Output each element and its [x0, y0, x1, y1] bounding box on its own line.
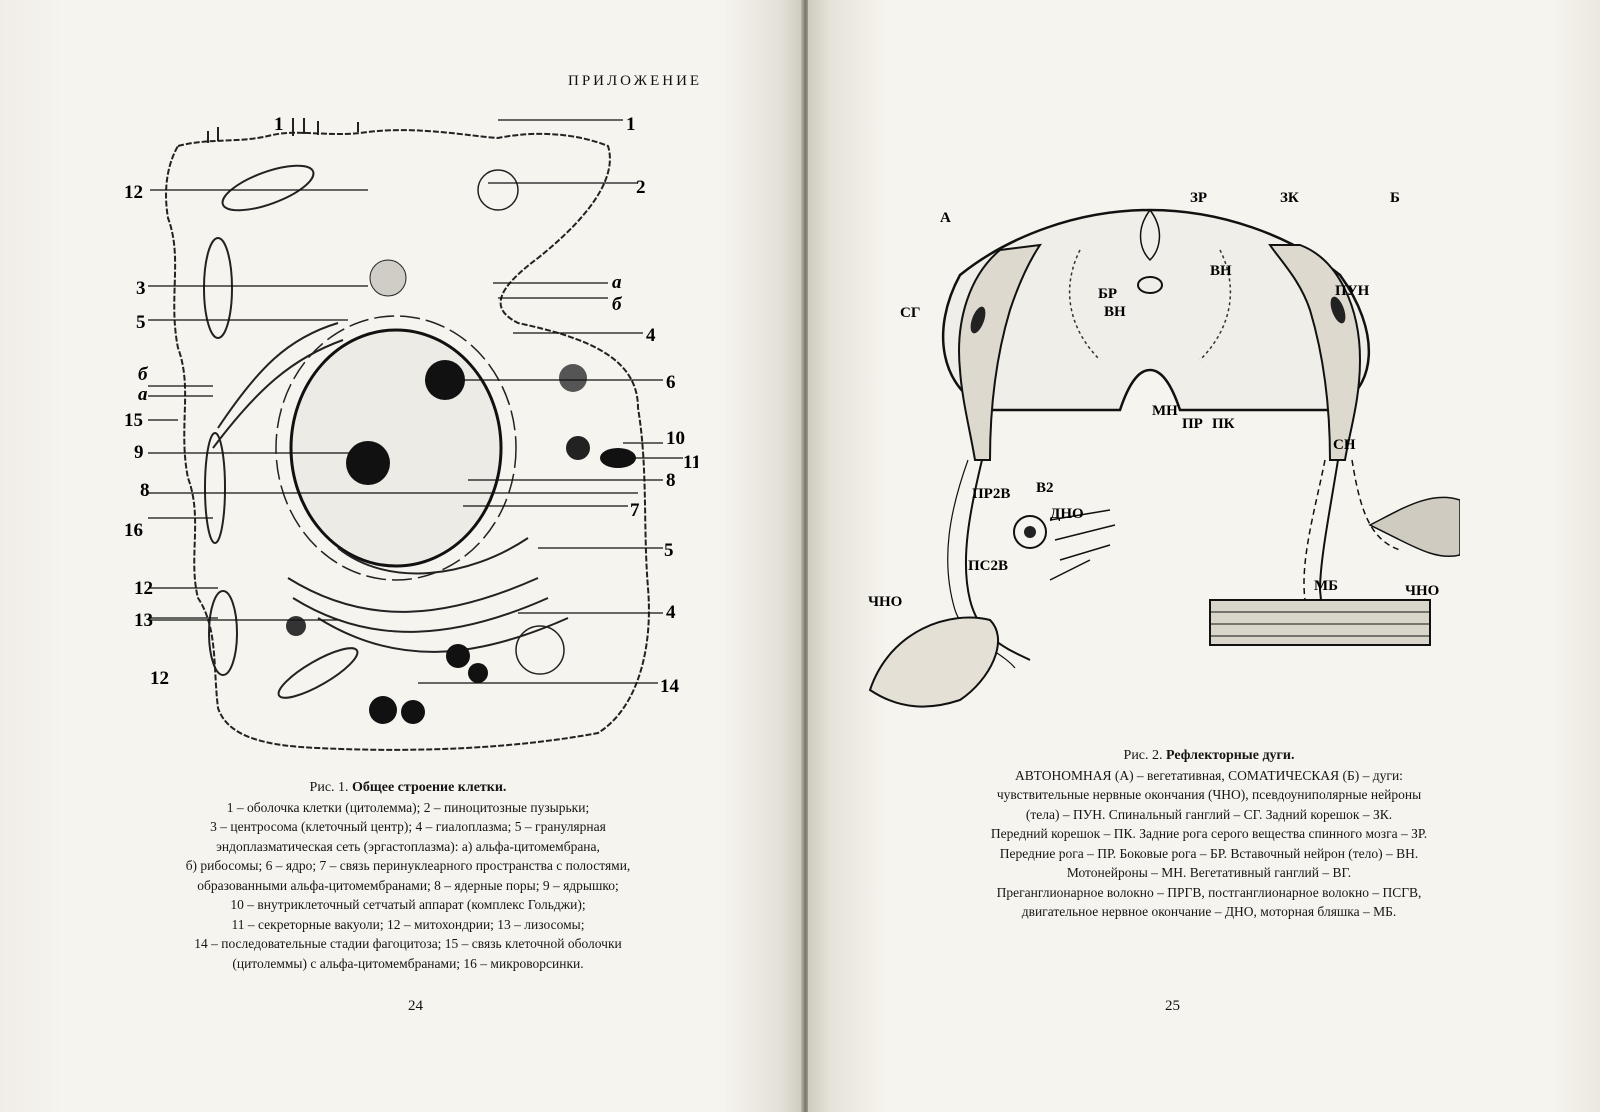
figure-1-caption: Рис. 1. Общее строение клетки. 1 – оболо…: [108, 778, 708, 973]
label-PK: ПК: [1212, 416, 1235, 432]
reflex-arcs-figure: А Б ЗР ЗК ВН БР ВН ПУН СГ МН ПР ПК СН ПР…: [868, 190, 1460, 708]
label-15: 15: [124, 410, 143, 431]
caption-title: Рис. 2. Рефлекторные дуги.: [844, 746, 1574, 766]
label-5: 5: [136, 312, 146, 333]
label-11: 11: [683, 452, 698, 473]
label-B: Б: [1390, 190, 1400, 206]
cell-membrane: [165, 129, 650, 751]
label-13: 13: [134, 610, 153, 631]
label-MB: МБ: [1314, 578, 1338, 594]
skeletal-muscle: [1209, 599, 1431, 646]
page-number: 24: [408, 998, 423, 1014]
spinal-ganglion-left: [958, 243, 1043, 461]
label-8: 8: [666, 470, 676, 491]
page-header: ПРИЛОЖЕНИЕ: [568, 73, 703, 89]
nucleus: [289, 328, 503, 568]
caption-line: двигательное нервное окончание – ДНО, мо…: [1021, 904, 1397, 919]
label-BR: БР: [1098, 286, 1117, 302]
label-PUN: ПУН: [1335, 283, 1370, 299]
caption-line: 3 – центросома (клеточный центр); 4 – ги…: [210, 819, 606, 834]
caption-line: 10 – внутриклеточный сетчатый аппарат (к…: [230, 897, 586, 912]
caption-line: 1 – оболочка клетки (цитолемма); 2 – пин…: [226, 799, 590, 815]
label-2: 2: [636, 177, 646, 198]
label-9: 9: [134, 442, 144, 463]
caption-fig-prefix: Рис. 2.: [1123, 748, 1163, 763]
label-PR: ПР: [1182, 416, 1203, 432]
label-V2: В2: [1036, 480, 1054, 496]
label-A: А: [940, 210, 951, 226]
caption-line: Передний корешок – ПК. Задние рога серог…: [990, 826, 1428, 841]
label-VN: ВН: [1104, 304, 1126, 320]
label-5: 5: [664, 540, 674, 561]
caption-line: (тела) – ПУН. Спинальный ганглий – СГ. З…: [1025, 806, 1393, 822]
label-12: 12: [150, 668, 169, 689]
label-a: а: [138, 384, 148, 405]
caption-line: Мотонейроны – МН. Вегетативный ганглий –…: [1066, 865, 1352, 880]
caption-line: (цитолеммы) с альфа-цитомембранами; 16 –…: [232, 955, 584, 971]
label-12: 12: [124, 182, 143, 203]
caption-line: 14 – последовательные стадии фагоцитоза;…: [194, 936, 622, 951]
label-10: 10: [666, 428, 685, 449]
label-ZR: ЗР: [1190, 190, 1207, 206]
label-16: 16: [124, 520, 143, 541]
caption-line: б) рибосомы; 6 – ядро; 7 – связь перинук…: [185, 858, 631, 873]
caption-line: образованными альфа-цитомембранами; 8 – …: [197, 877, 619, 893]
book-gutter: [801, 0, 810, 1112]
cell-structure-figure: 1 1 2 12 3 а б 5 4 б а 6 15 10 9 11 8 8 …: [124, 114, 698, 751]
caption-line: АВТОНОМНАЯ (А) – вегетативная, СОМАТИЧЕС…: [1015, 767, 1403, 783]
label-MN: МН: [1152, 403, 1178, 419]
label-DNO: ДНО: [1050, 506, 1084, 522]
label-b: б: [138, 364, 149, 385]
caption-line: Передние рога – ПР. Боковые рога – БР. В…: [999, 845, 1419, 861]
label-a: а: [612, 272, 622, 293]
caption-fig-title: Рефлекторные дуги.: [1166, 748, 1295, 763]
label-1: 1: [626, 114, 636, 135]
left-page: ПРИЛОЖЕНИЕ: [0, 0, 803, 1112]
label-4: 4: [666, 602, 676, 623]
caption-fig-title: Общее строение клетки.: [352, 780, 507, 795]
caption-fig-prefix: Рис. 1.: [309, 780, 349, 795]
label-8: 8: [140, 480, 150, 501]
caption-title: Рис. 1. Общее строение клетки.: [108, 778, 708, 798]
label-ZK: ЗК: [1280, 190, 1299, 206]
label-3: 3: [136, 278, 146, 299]
label-SN: СН: [1333, 437, 1356, 453]
label-14: 14: [660, 676, 680, 697]
caption-line: эндоплазматическая сеть (эргастоплазма):…: [216, 838, 600, 854]
caption-line: 11 – секреторные вакуоли; 12 – митохондр…: [231, 916, 585, 932]
figure-2-caption: Рис. 2. Рефлекторные дуги. АВТОНОМНАЯ (А…: [844, 746, 1574, 922]
label-4: 4: [646, 325, 656, 346]
label-7: 7: [630, 500, 640, 521]
label-1: 1: [274, 114, 284, 135]
label-SG: СГ: [900, 305, 920, 321]
label-PR2V: ПР2В: [972, 486, 1010, 502]
right-page: А Б ЗР ЗК ВН БР ВН ПУН СГ МН ПР ПК СН ПР…: [808, 0, 1600, 1112]
label-PS2V: ПС2В: [968, 558, 1008, 574]
label-6: 6: [666, 372, 676, 393]
page-number: 25: [1165, 998, 1180, 1014]
label-b: б: [612, 294, 623, 315]
label-VN: ВН: [1210, 263, 1232, 279]
caption-line: Преганглионарное волокно – ПРГВ, постган…: [996, 884, 1422, 900]
label-CHNO: ЧНО: [1405, 583, 1439, 599]
label-CHNO: ЧНО: [868, 594, 902, 610]
label-12: 12: [134, 578, 153, 599]
caption-line: чувствительные нервные окончания (ЧНО), …: [996, 787, 1422, 802]
nucleolus: [346, 441, 390, 485]
